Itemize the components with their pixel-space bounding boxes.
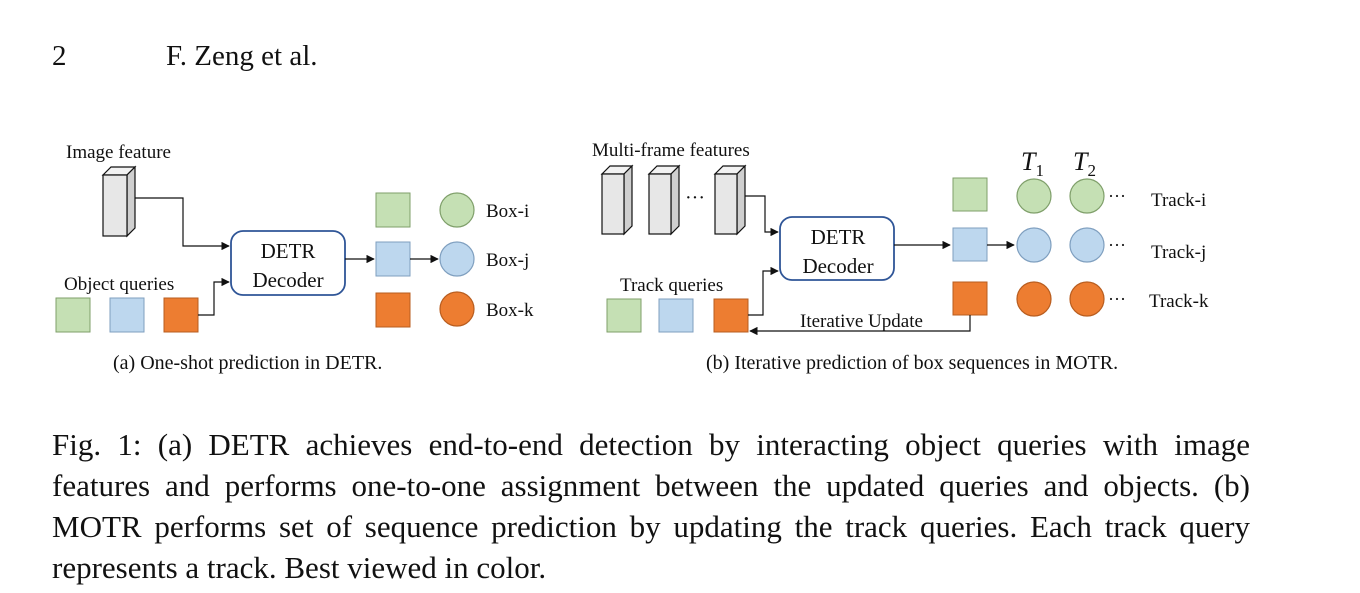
figure-caption: Fig. 1: (a) DETR achieves end-to-end det… — [52, 427, 1250, 585]
track-k-t2-circle — [1069, 281, 1105, 317]
track-query-blue — [658, 298, 694, 333]
output-track-green — [952, 177, 988, 212]
track-query-orange — [713, 298, 749, 333]
decoder-b-line1: DETR — [811, 225, 866, 249]
track-i-label: Track-i — [1151, 190, 1206, 211]
frame-feature-block-3 — [713, 164, 747, 236]
image-feature-label: Image feature — [66, 142, 171, 163]
frame-feature-block-2 — [647, 164, 681, 236]
subcaption-a: (a) One-shot prediction in DETR. — [113, 352, 382, 374]
track-j-ellipsis: ··· — [1108, 235, 1126, 255]
feature-to-decoder-arrow — [135, 197, 230, 251]
detr-decoder-box-b — [779, 216, 895, 281]
frame-feature-block-1 — [600, 164, 634, 236]
subcaption-b: (b) Iterative prediction of box sequence… — [706, 352, 1118, 374]
t2-label: T2 — [1073, 147, 1096, 180]
track-j-t1-circle — [1016, 227, 1052, 263]
box-j-circle — [439, 241, 475, 277]
track-queries-label: Track queries — [620, 275, 723, 296]
track-i-ellipsis: ··· — [1108, 186, 1126, 206]
page-number: 2 — [52, 40, 67, 72]
detr-decoder-box-a — [230, 230, 346, 296]
features-to-decoder-arrow — [745, 195, 779, 237]
panel-a: Image feature DETR Decoder Object querie… — [55, 142, 534, 374]
track-query-green — [606, 298, 642, 333]
box-j-label: Box-j — [486, 250, 529, 271]
track-k-label: Track-k — [1149, 291, 1209, 312]
decoder-b-line2: Decoder — [802, 254, 873, 278]
box-i-label: Box-i — [486, 201, 529, 222]
track-i-t2-circle — [1069, 178, 1105, 214]
track-k-ellipsis: ··· — [1108, 289, 1126, 309]
box-k-label: Box-k — [486, 300, 534, 321]
output-track-orange — [952, 281, 988, 316]
track-j-t2-circle — [1069, 227, 1105, 263]
object-query-green — [55, 297, 91, 333]
iterative-update-arrow — [749, 315, 971, 336]
output-query-blue — [375, 241, 411, 277]
figure-1: Image feature DETR Decoder Object querie… — [55, 140, 1209, 374]
panel-b: Multi-frame features ··· DETR Decoder Tr… — [592, 140, 1209, 374]
image-feature-block — [101, 165, 137, 238]
object-queries-label: Object queries — [64, 274, 174, 295]
track-k-t1-circle — [1016, 281, 1052, 317]
box-i-circle — [439, 192, 475, 228]
queries-to-decoder-arrow — [198, 277, 230, 316]
output-track-blue — [952, 227, 988, 262]
output-query-green — [375, 192, 411, 228]
track-queries-to-decoder-arrow — [748, 266, 779, 316]
decoder-a-line1: DETR — [261, 239, 316, 263]
multi-frame-features-label: Multi-frame features — [592, 140, 750, 161]
track-j-label: Track-j — [1151, 242, 1206, 263]
t1-label: T1 — [1021, 147, 1044, 180]
box-k-circle — [439, 291, 475, 327]
iterative-update-label: Iterative Update — [800, 311, 923, 332]
running-header-authors: F. Zeng et al. — [166, 40, 318, 72]
object-query-blue — [109, 297, 145, 333]
features-ellipsis: ··· — [685, 187, 705, 209]
output-query-orange — [375, 292, 411, 328]
decoder-a-line2: Decoder — [252, 268, 323, 292]
object-query-orange — [163, 297, 199, 333]
track-i-t1-circle — [1016, 178, 1052, 214]
